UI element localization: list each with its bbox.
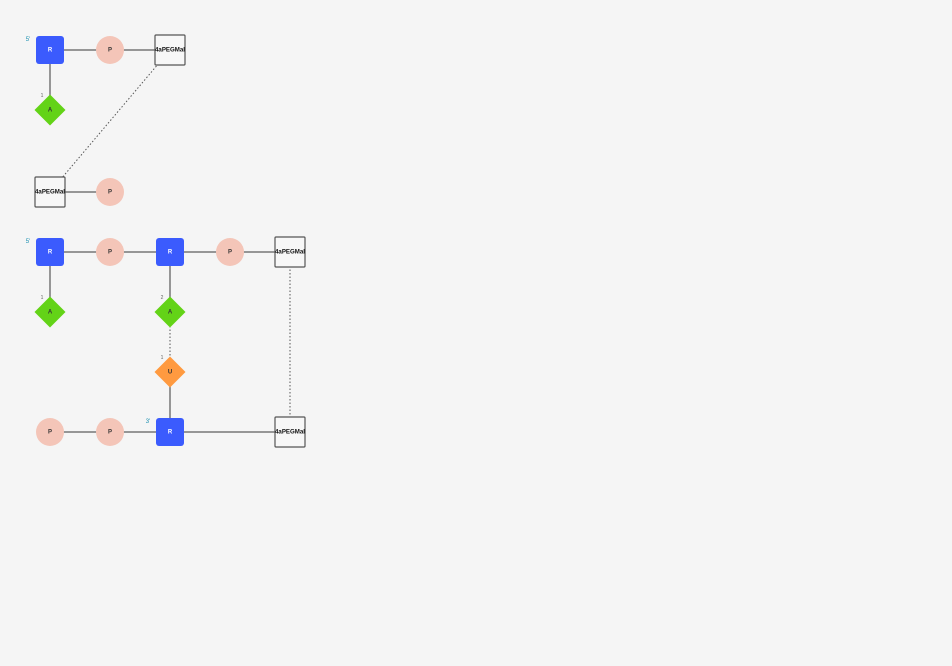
terminal-label: 5' <box>26 37 30 43</box>
node-phosphate-m1-p1[interactable]: P <box>96 36 124 64</box>
node-ribose-m1-r1[interactable]: R <box>36 36 64 64</box>
node-phosphate-m3-p2[interactable]: P <box>216 238 244 266</box>
node-adenine-m1-a1[interactable]: A <box>34 94 66 126</box>
phosphate-circle-icon <box>96 178 124 206</box>
node-label: P <box>108 48 112 54</box>
linker-square-icon <box>274 416 306 448</box>
node-label: A <box>48 310 53 316</box>
adenine-diamond-icon <box>154 296 186 328</box>
phosphate-circle-icon <box>36 418 64 446</box>
node-linker-m4-l1[interactable]: 4aPEGMal <box>274 416 306 448</box>
node-label: R <box>48 48 53 54</box>
terminal-label: 3' <box>146 419 150 425</box>
uracil-diamond-icon <box>154 356 186 388</box>
node-label: P <box>108 430 112 436</box>
node-ribose-m3-r1[interactable]: R <box>36 238 64 266</box>
phosphate-circle-icon <box>96 238 124 266</box>
node-ribose-m4-r1[interactable]: R <box>156 418 184 446</box>
phosphate-circle-icon <box>96 36 124 64</box>
node-label: U <box>168 370 172 376</box>
node-label: A <box>168 310 173 316</box>
node-phosphate-m4-p2[interactable]: P <box>96 418 124 446</box>
linker-square-icon <box>34 176 66 208</box>
position-label: 2 <box>161 295 164 301</box>
node-ribose-m3-r2[interactable]: R <box>156 238 184 266</box>
node-linker-m3-l1[interactable]: 4aPEGMal <box>274 236 306 268</box>
node-label: P <box>48 430 52 436</box>
node-label: R <box>48 250 53 256</box>
ribose-square-icon <box>156 238 184 266</box>
node-linker-m1-l1[interactable]: 4aPEGMal <box>154 34 186 66</box>
linker-square-icon <box>154 34 186 66</box>
node-label: 4aPEGMal <box>155 48 185 54</box>
position-label: 1 <box>161 355 164 361</box>
terminal-label: 5' <box>26 239 30 245</box>
node-phosphate-m2-p1[interactable]: P <box>96 178 124 206</box>
node-label: P <box>108 250 112 256</box>
node-label: P <box>228 250 232 256</box>
position-label: 1 <box>41 295 44 301</box>
node-label: R <box>168 250 173 256</box>
node-adenine-m3-a1[interactable]: A <box>34 296 66 328</box>
adenine-diamond-icon <box>34 296 66 328</box>
node-phosphate-m4-p1[interactable]: P <box>36 418 64 446</box>
labels-layer: 5' 5' 3' 1 1 2 1 <box>26 37 164 425</box>
node-uracil-m3-u1[interactable]: U <box>154 356 186 388</box>
adenine-diamond-icon <box>34 94 66 126</box>
phosphate-circle-icon <box>96 418 124 446</box>
node-label: 4aPEGMal <box>275 430 305 436</box>
node-label: 4aPEGMal <box>35 190 65 196</box>
linker-square-icon <box>274 236 306 268</box>
phosphate-circle-icon <box>216 238 244 266</box>
ribose-square-icon <box>156 418 184 446</box>
node-label: R <box>168 430 173 436</box>
node-phosphate-m3-p1[interactable]: P <box>96 238 124 266</box>
ribose-square-icon <box>36 36 64 64</box>
ribose-square-icon <box>36 238 64 266</box>
position-label: 1 <box>41 93 44 99</box>
edge-m1-l1-m2-l1 <box>49 49 171 193</box>
node-label: P <box>108 190 112 196</box>
node-label: A <box>48 108 53 114</box>
node-linker-m2-l1[interactable]: 4aPEGMal <box>34 176 66 208</box>
node-label: 4aPEGMal <box>275 250 305 256</box>
node-adenine-m3-a2[interactable]: A <box>154 296 186 328</box>
